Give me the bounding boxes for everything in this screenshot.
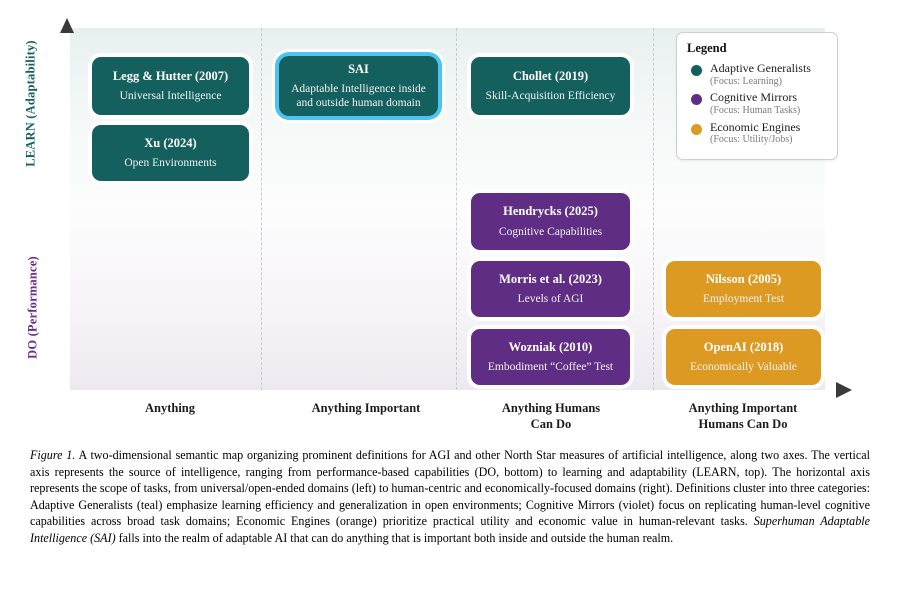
card-subtitle-line1: Adaptable Intelligence inside — [291, 83, 426, 96]
card-wozniak[interactable]: Wozniak (2010) Embodiment “Coffee” Test — [471, 329, 630, 385]
x-tick-label-3: Anything Humans Can Do — [466, 401, 636, 432]
x-axis-arrow-icon — [836, 382, 852, 398]
legend-item-adaptive-generalists[interactable]: Adaptive Generalists (Focus: Learning) — [687, 61, 827, 87]
card-subtitle-line2: and outside human domain — [296, 97, 421, 110]
x-tick-label-4: Anything Important Humans Can Do — [658, 401, 828, 432]
legend-dot-violet — [691, 94, 702, 106]
card-subtitle: Open Environments — [124, 157, 217, 170]
legend-focus: (Focus: Human Tasks) — [710, 105, 801, 117]
card-title: Chollet (2019) — [512, 68, 589, 83]
card-sai[interactable]: SAI Adaptable Intelligence inside and ou… — [279, 56, 438, 116]
card-title: Wozniak (2010) — [508, 339, 593, 354]
card-title: Morris et al. (2023) — [499, 271, 602, 286]
card-legg-hutter[interactable]: Legg & Hutter (2007) Universal Intellige… — [92, 57, 249, 115]
legend-focus: (Focus: Utility/Jobs) — [710, 134, 793, 146]
card-subtitle: Employment Test — [702, 293, 785, 306]
card-xu[interactable]: Xu (2024) Open Environments — [92, 125, 249, 181]
legend-item-economic-engines[interactable]: Economic Engines (Focus: Utility/Jobs) — [687, 119, 827, 146]
x-tick-text-line1: Anything Important — [688, 401, 798, 415]
card-chollet[interactable]: Chollet (2019) Skill-Acquisition Efficie… — [471, 57, 630, 115]
card-title: Hendrycks (2025) — [503, 204, 598, 219]
y-axis-arrow-icon — [60, 18, 74, 33]
caption-body-part2: falls into the realm of adaptable AI tha… — [115, 530, 674, 545]
card-title: Nilsson (2005) — [705, 271, 782, 286]
legend-label: Cognitive Mirrors — [710, 90, 797, 105]
legend: Legend Adaptive Generalists (Focus: Lear… — [676, 32, 838, 160]
caption-figure-number: Figure 1. — [30, 448, 76, 462]
x-tick-label-2: Anything Important — [281, 401, 451, 417]
card-title: Legg & Hutter (2007) — [112, 68, 229, 83]
card-hendrycks[interactable]: Hendrycks (2025) Cognitive Capabilities — [471, 193, 630, 250]
card-title: OpenAI (2018) — [703, 339, 784, 354]
card-subtitle: Cognitive Capabilities — [498, 225, 603, 238]
card-openai[interactable]: OpenAI (2018) Economically Valuable — [666, 329, 821, 385]
card-title: Xu (2024) — [144, 135, 197, 150]
legend-dot-teal — [691, 65, 702, 76]
column-divider-3 — [653, 28, 654, 390]
x-tick-text: Anything Important — [311, 401, 421, 415]
caption-sai-emphasis: Superhuman Adaptable Intelligence (SAI) — [30, 514, 870, 545]
card-morris[interactable]: Morris et al. (2023) Levels of AGI — [471, 261, 630, 317]
card-subtitle: Skill-Acquisition Efficiency — [485, 90, 616, 103]
legend-title: Legend — [687, 41, 727, 55]
column-divider-1 — [261, 28, 262, 390]
y-axis-label-learn: LEARN (Adaptability) — [23, 40, 38, 167]
card-subtitle: Levels of AGI — [517, 293, 584, 306]
x-tick-text: Anything — [144, 401, 196, 415]
y-axis-label-do: DO (Performance) — [25, 256, 40, 359]
legend-label: Economic Engines — [710, 119, 801, 134]
figure-caption: Figure 1. A two-dimensional semantic map… — [30, 447, 870, 546]
legend-label: Adaptive Generalists — [710, 61, 811, 75]
figure-semantic-map: LEARN (Adaptability) DO (Performance) Le… — [23, 18, 852, 432]
x-tick-text-line1: Anything Humans — [501, 401, 601, 415]
legend-focus: (Focus: Learning) — [710, 75, 782, 87]
column-divider-2 — [456, 28, 457, 390]
card-subtitle: Adaptable Intelligence inside and outsid… — [287, 82, 430, 110]
card-subtitle: Universal Intelligence — [119, 90, 222, 103]
x-tick-text-line2: Can Do — [530, 416, 572, 431]
caption-body-part1: A two-dimensional semantic map organizin… — [30, 448, 870, 529]
card-nilsson[interactable]: Nilsson (2005) Employment Test — [666, 261, 821, 317]
x-tick-text-line2: Humans Can Do — [698, 416, 788, 431]
card-title: SAI — [348, 61, 369, 76]
legend-item-cognitive-mirrors[interactable]: Cognitive Mirrors (Focus: Human Tasks) — [687, 90, 827, 117]
legend-dot-orange — [691, 123, 702, 135]
card-subtitle: Embodiment “Coffee” Test — [487, 361, 614, 374]
x-tick-label-1: Anything — [85, 401, 255, 417]
card-subtitle: Economically Valuable — [690, 361, 797, 374]
